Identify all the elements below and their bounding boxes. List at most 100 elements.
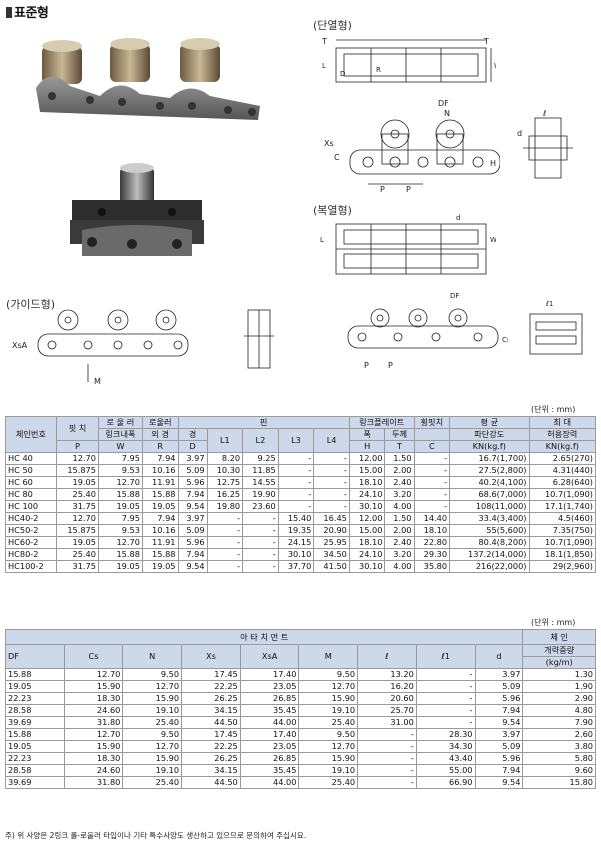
table-cell: 3.20 [384,488,415,501]
table-cell: 5.96 [474,692,524,705]
table-cell: - [413,500,451,513]
table-cell: HC 40 [5,452,57,465]
table-cell: HC80-2 [5,548,57,561]
table-cell: 10.7(1,090) [528,536,596,549]
table-cell: - [357,776,417,789]
table-cell: 14.40 [413,512,451,525]
title-square-icon [6,7,12,18]
table-cell: 4.80 [522,704,596,717]
table-cell: 19.05 [55,536,99,549]
table-cell: 15.88 [97,548,143,561]
chain-photo-double [62,160,212,265]
svg-text:d: d [456,214,460,222]
double-strand-side-drawing: DF P P Cs [347,292,508,370]
table-cell: 15.90 [298,692,359,705]
table-cell: 2.00 [384,524,415,537]
table-cell: 15.88 [141,488,179,501]
table-cell: - [313,500,350,513]
table-cell: 30.10 [277,548,315,561]
table-cell: 1.30 [522,668,596,681]
table-cell: 12.75 [206,476,244,489]
table-cell: 12.70 [122,740,183,753]
table-cell: 17.1(1,740) [528,500,596,513]
single-strand-end-drawing: ℓ d [517,110,573,179]
table-cell: 22.25 [181,740,241,753]
table-cell: 7.94 [141,512,179,525]
table-cell: - [277,464,315,477]
svg-text:XsA: XsA [12,341,28,350]
table-cell: 8.20 [206,452,244,465]
table-cell: 2.00 [384,464,415,477]
table-cell: - [357,728,417,741]
table-cell: 31.75 [55,560,99,573]
table-cell: 137.2(14,000) [449,548,530,561]
table-cell: - [242,536,279,549]
table-cell: - [242,524,279,537]
table-cell: 9.50 [122,668,183,681]
table-cell: 10.16 [141,524,179,537]
table-cell: 26.85 [239,692,300,705]
table-cell: 5.96 [177,476,208,489]
table-cell: 40.2(4,100) [449,476,530,489]
col-max: 최 대 [528,416,596,429]
table-cell: 15.90 [63,680,124,693]
table-cell: - [206,512,244,525]
table-cell: 3.97 [474,728,524,741]
table-cell: - [313,476,350,489]
table-cell: 15.80 [522,776,596,789]
svg-text:W: W [494,62,496,70]
table-cell: 9.54 [474,776,524,789]
table-cell: 3.97 [177,452,208,465]
svg-text:W: W [490,236,496,244]
table-cell: - [277,476,315,489]
table-cell: 44.00 [239,716,300,729]
table-cell: 15.40 [277,512,315,525]
table-cell: 17.40 [239,668,300,681]
table-cell: HC 50 [5,464,57,477]
table-cell: - [206,560,244,573]
svg-text:R: R [376,66,381,74]
table-cell: 18.10 [348,476,386,489]
table-cell: 12.70 [55,452,99,465]
table-cell: 3.97 [474,668,524,681]
table-cell: 22.23 [5,692,65,705]
table-cell: 19.05 [55,476,99,489]
table-cell: 2.60 [522,728,596,741]
table-cell: 24.10 [348,488,386,501]
table-cell: 12.70 [63,668,124,681]
table-cell: 24.60 [63,704,124,717]
table-cell: 2.40 [384,476,415,489]
table-cell: 2.90 [522,692,596,705]
table-cell: 1.50 [384,512,415,525]
table-cell: 22.25 [181,680,241,693]
table-cell: HC 80 [5,488,57,501]
table-cell: 55.00 [415,764,476,777]
table-cell: 17.45 [181,728,241,741]
table-cell: 9.53 [97,524,143,537]
table-cell: 12.70 [298,740,359,753]
table-cell: 18.10 [348,536,386,549]
table-cell: 44.50 [181,776,241,789]
table-cell: 5.09 [474,680,524,693]
table-cell: - [277,500,315,513]
table-cell: 7.95 [97,452,143,465]
table-cell: 23.05 [239,740,300,753]
table-cell: 16.7(1,700) [449,452,530,465]
table-cell: 25.70 [357,704,417,717]
svg-text:P: P [364,361,369,370]
table-cell: 19.10 [122,764,183,777]
unit-label-2: (단위 : mm) [531,618,576,627]
col-pitch: 핏 치 [55,416,99,441]
single-strand-side-drawing: P P Xs C DF N H [324,99,500,194]
svg-text:P: P [388,361,393,370]
table-cell: 19.05 [5,740,65,753]
table-cell: 31.80 [63,716,124,729]
table-cell: 9.54 [474,716,524,729]
